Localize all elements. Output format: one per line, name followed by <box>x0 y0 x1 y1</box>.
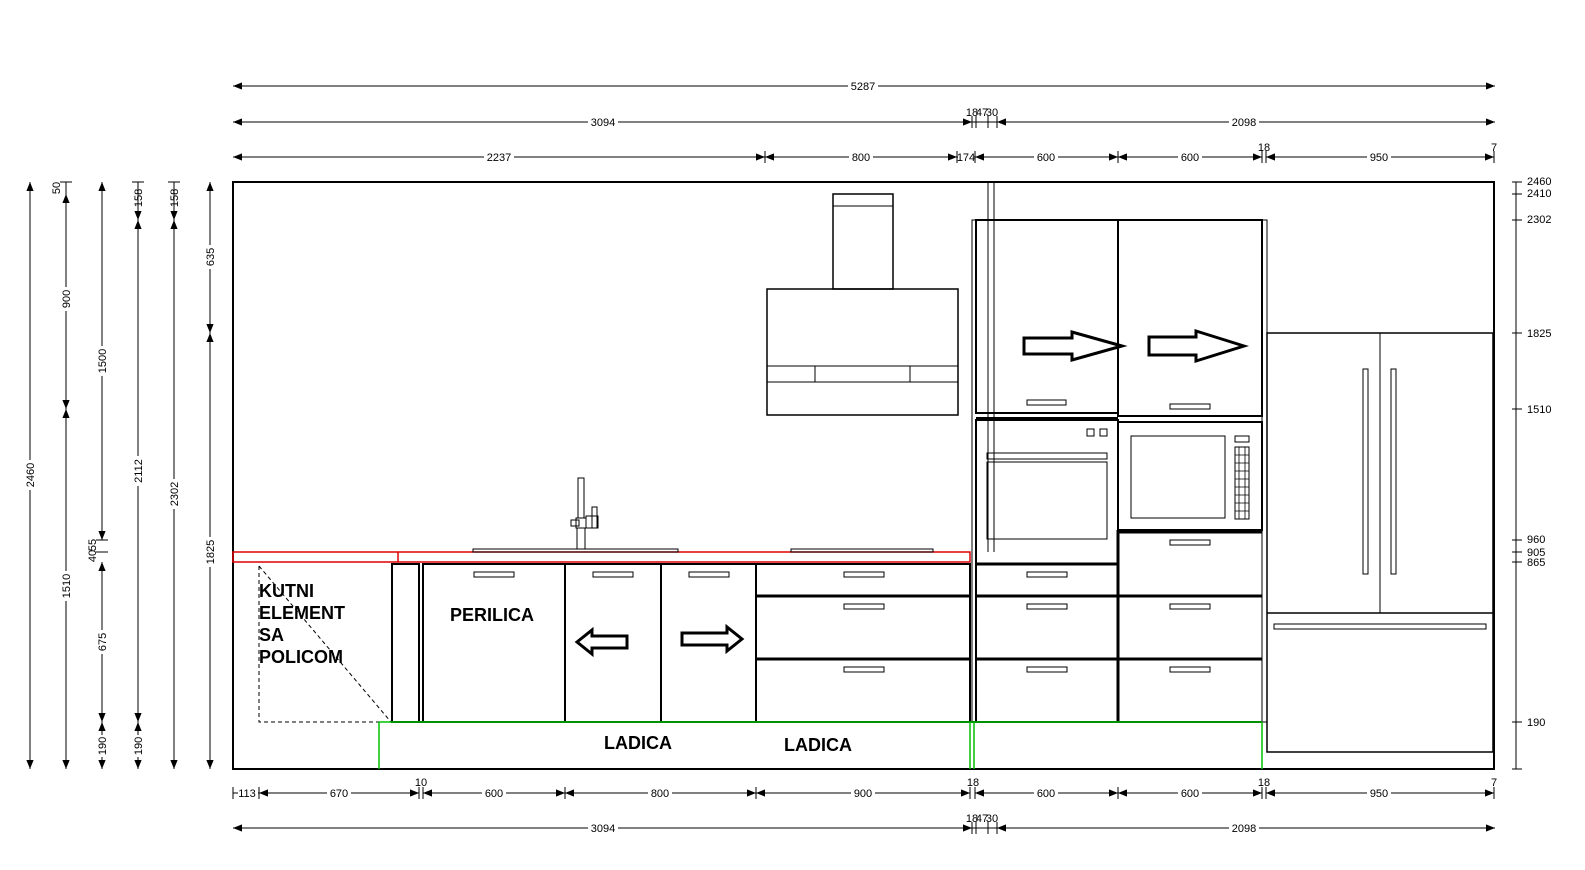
dim-top-18: 18 <box>966 107 978 119</box>
level-1825: 1825 <box>1527 328 1551 340</box>
plinth-label-2: LADICA <box>784 735 852 755</box>
sink-tap <box>472 477 679 553</box>
dim-left-1500: 1500 <box>97 349 109 373</box>
arrow-right-icon <box>1022 330 1128 362</box>
right-level-marks: 2460 2410 2302 1825 1510 960 905 865 190 <box>1512 176 1551 770</box>
dim-left-55: 55 <box>87 539 99 551</box>
worktop <box>232 551 971 563</box>
dim-overall: 5287 <box>851 81 875 93</box>
level-190: 190 <box>1527 717 1545 729</box>
level-905: 905 <box>1527 547 1545 559</box>
dim-left-158a: 158 <box>133 189 145 207</box>
dim-bottom-18c: 18 <box>966 813 978 825</box>
plinth-label-1: LADICA <box>604 733 672 753</box>
tall-units <box>394 182 1268 723</box>
arrow-right-icon <box>680 623 745 655</box>
dim-bottom-47: 47 <box>976 813 988 825</box>
fridge <box>1266 332 1494 753</box>
level-865: 865 <box>1527 557 1545 569</box>
bottom-dimension-lines: 113 670 10 600 800 900 18 600 600 18 950… <box>232 777 1497 835</box>
plinth <box>378 721 1263 769</box>
dim-bottom-10: 10 <box>415 777 427 789</box>
dim-top-800: 800 <box>852 152 870 164</box>
level-2410: 2410 <box>1527 188 1551 200</box>
corner-label-line1: KUTNI <box>259 581 314 601</box>
dim-top-3094: 3094 <box>591 117 615 129</box>
dim-bottom-600a: 600 <box>485 788 503 800</box>
dim-bottom-18a: 18 <box>967 777 979 789</box>
dim-left-2460: 2460 <box>25 463 37 487</box>
corner-unit: KUTNI ELEMENT SA POLICOM <box>258 565 392 723</box>
cooktop <box>790 548 934 553</box>
dim-left-40: 40 <box>87 550 99 562</box>
dim-left-635: 635 <box>205 248 217 266</box>
dim-left-50: 50 <box>51 182 63 194</box>
level-1510: 1510 <box>1527 404 1551 416</box>
dim-bottom-7: 7 <box>1491 777 1497 789</box>
level-2460: 2460 <box>1527 176 1551 188</box>
dim-bottom-113: 113 <box>238 788 256 800</box>
dim-top-7: 7 <box>1491 142 1497 154</box>
dim-top-600a: 600 <box>1037 152 1055 164</box>
dim-bottom-800: 800 <box>651 788 669 800</box>
washer-label: PERILICA <box>450 605 534 625</box>
corner-label-line4: POLICOM <box>259 647 343 667</box>
dim-top-2098: 2098 <box>1232 117 1256 129</box>
dim-left-158b: 158 <box>169 189 181 207</box>
dim-top-30: 30 <box>986 107 998 119</box>
dim-top-174: 174 <box>957 152 975 164</box>
dim-top-2237: 2237 <box>487 152 511 164</box>
level-2302: 2302 <box>1527 214 1551 226</box>
dim-bottom-18b: 18 <box>1258 777 1270 789</box>
cooker-hood <box>766 193 959 416</box>
dim-left-2302: 2302 <box>169 482 181 506</box>
corner-label-line3: SA <box>259 625 284 645</box>
dim-top-47: 47 <box>976 107 988 119</box>
arrow-right-icon <box>1147 328 1250 364</box>
dim-left-675: 675 <box>97 633 109 651</box>
level-960: 960 <box>1527 534 1545 546</box>
dim-bottom-950: 950 <box>1370 788 1388 800</box>
dim-left-900: 900 <box>61 290 73 308</box>
dim-left-190b: 190 <box>133 737 145 755</box>
corner-label-line2: ELEMENT <box>259 603 345 623</box>
dim-bottom-600c: 600 <box>1181 788 1199 800</box>
dim-left-190a: 190 <box>97 737 109 755</box>
dim-left-2112: 2112 <box>133 459 145 483</box>
dim-left-1825: 1825 <box>205 540 217 564</box>
arrow-left-icon <box>574 626 629 658</box>
dim-left-1510: 1510 <box>61 574 73 598</box>
dim-top-600b: 600 <box>1181 152 1199 164</box>
dim-top-18b: 18 <box>1258 142 1270 154</box>
dim-bottom-3094: 3094 <box>591 823 615 835</box>
left-dimension-lines: 2460 50 900 1510 1500 40 55 675 190 158 … <box>24 181 217 769</box>
dim-bottom-600b: 600 <box>1037 788 1055 800</box>
dim-bottom-2098: 2098 <box>1232 823 1256 835</box>
dim-bottom-30: 30 <box>986 813 998 825</box>
dim-top-950: 950 <box>1370 152 1388 164</box>
top-dimension-lines: 5287 3094 18 47 30 2098 2237 800 174 600 <box>233 80 1497 164</box>
wall-outline <box>232 181 1495 770</box>
dim-bottom-900: 900 <box>854 788 872 800</box>
dim-bottom-670: 670 <box>330 788 348 800</box>
